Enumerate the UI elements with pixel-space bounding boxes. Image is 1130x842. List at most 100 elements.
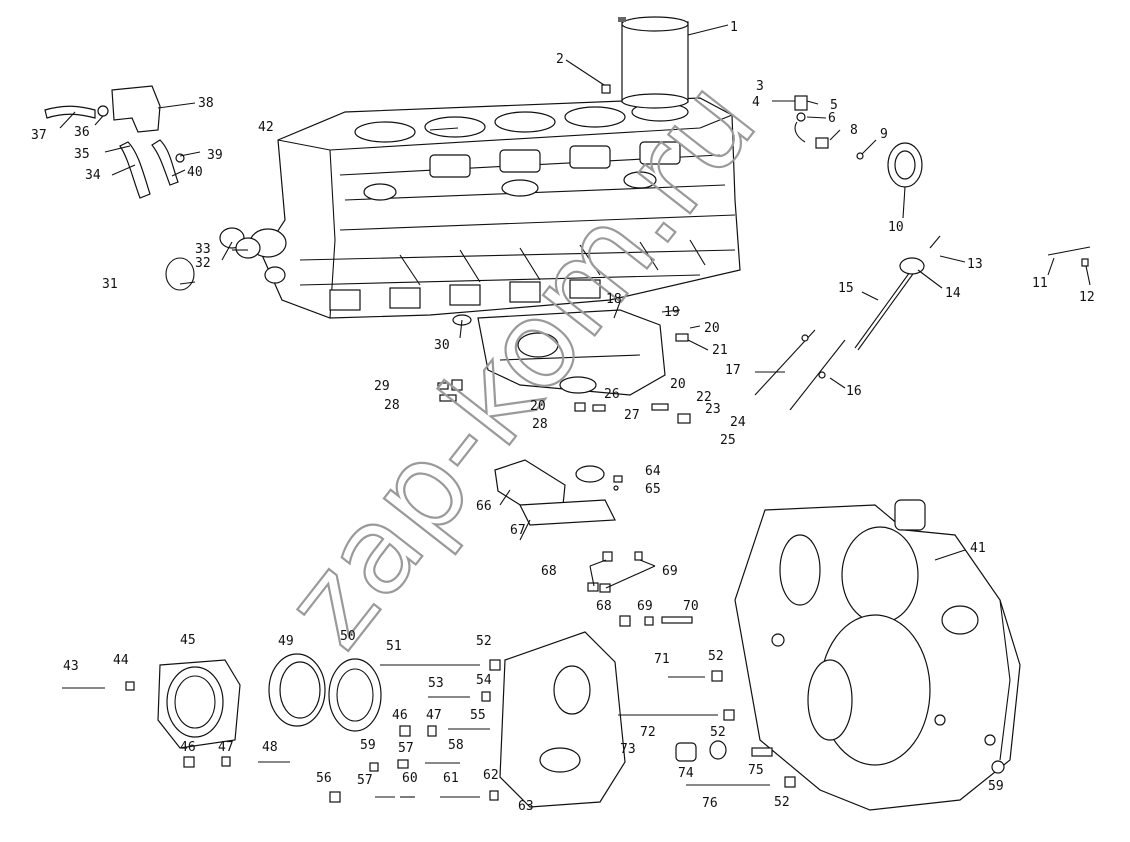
callout-label: 71 [654,652,670,667]
callout-label: 14 [945,286,961,301]
callout-label: 70 [683,599,699,614]
callout-label: 39 [207,148,223,163]
callout-label: 15 [838,281,854,296]
callout-label: 35 [74,147,90,162]
callout-label: 62 [483,768,499,783]
callout-label: 68 [541,564,557,579]
callout-label: 66 [476,499,492,514]
callout-label: 56 [316,771,332,786]
leader-lines [59,24,1091,589]
callout-label: 40 [187,165,203,180]
callout-label: 75 [748,763,764,778]
callout-label: 59 [360,738,376,753]
callout-label: 31 [102,277,118,292]
callout-label: 25 [720,433,736,448]
callout-label: 3 [756,79,764,94]
callout-label: 28 [384,398,400,413]
callout-label: 65 [645,482,661,497]
callout-label: 37 [31,128,47,143]
callout-label: 20 [670,377,686,392]
callout-label: 74 [678,766,694,781]
callout-label: 61 [443,771,459,786]
callout-label: 45 [180,633,196,648]
callout-label: 41 [970,541,986,556]
callout-label: 5 [830,98,838,113]
callout-label: 22 [696,390,712,405]
callout-label: 48 [262,740,278,755]
callout-label: 60 [402,771,418,786]
cylinder-liner [621,16,689,109]
callout-label: 42 [258,120,274,135]
callout-label: 18 [606,292,622,307]
timing-cover-63 [499,631,626,808]
callout-label: 13 [967,257,983,272]
callout-label: 21 [712,343,728,358]
callout-label: 9 [880,127,888,142]
callout-label: 20 [704,321,720,336]
nuts-68-70 [587,551,693,627]
callout-label: 53 [428,676,444,691]
callout-label: 4 [752,95,760,110]
callout-label: 52 [710,725,726,740]
oil-seal-10 [887,142,923,188]
callout-label: 20 [530,399,546,414]
callout-label: 44 [113,653,129,668]
callout-label: 64 [645,464,661,479]
oil-seal-49 [268,653,326,727]
callout-labels: 1 2 3 4 5 6 8 9 10 11 12 13 14 15 16 17 … [31,20,1095,814]
callout-label: 29 [374,379,390,394]
plug-2 [601,84,611,94]
callout-label: 17 [725,363,741,378]
cover-45 [157,659,241,749]
callout-label: 58 [448,738,464,753]
callout-label: 55 [470,708,486,723]
callout-label: 24 [730,415,746,430]
callout-label: 38 [198,96,214,111]
callout-label: 63 [518,799,534,814]
water-pipes-34-40 [44,85,185,199]
callout-label: 50 [340,629,356,644]
callout-label: 51 [386,639,402,654]
callout-label: 49 [278,634,294,649]
callout-label: 6 [828,111,836,126]
callout-label: 30 [434,338,450,353]
callout-label: 57 [357,773,373,788]
callout-label: 76 [702,796,718,811]
small-fittings-3-8 [794,95,864,160]
bolts-43-76 [62,659,796,803]
callout-label: 69 [637,599,653,614]
bolt-11-12 [1047,246,1091,267]
liner-mark [618,17,626,22]
callout-label: 68 [596,599,612,614]
callout-label: 47 [426,708,442,723]
callout-label: 34 [85,168,101,183]
callout-label: 28 [532,417,548,432]
oil-elbow-66 [494,459,623,526]
cylinder-block [249,97,741,319]
callout-label: 43 [63,659,79,674]
rings-31-33 [165,227,261,291]
flywheel-housing [734,499,1021,811]
callout-label: 59 [988,779,1004,794]
callout-label: 36 [74,125,90,140]
callout-label: 12 [1079,290,1095,305]
callout-label: 16 [846,384,862,399]
callout-label: 11 [1032,276,1048,291]
callout-label: 72 [640,725,656,740]
callout-label: 1 [730,20,738,35]
gasket-50 [328,658,382,732]
callout-label: 46 [180,740,196,755]
callout-label: 33 [195,242,211,257]
callout-label: 67 [510,523,526,538]
callout-label: 69 [662,564,678,579]
callout-label: 73 [620,742,636,757]
callout-label: 2 [556,52,564,67]
callout-label: 47 [218,740,234,755]
callout-label: 32 [195,256,211,271]
plug-59 [991,760,1005,774]
oil-cooler-cover [477,309,666,396]
callout-label: 10 [888,220,904,235]
callout-label: 46 [392,708,408,723]
